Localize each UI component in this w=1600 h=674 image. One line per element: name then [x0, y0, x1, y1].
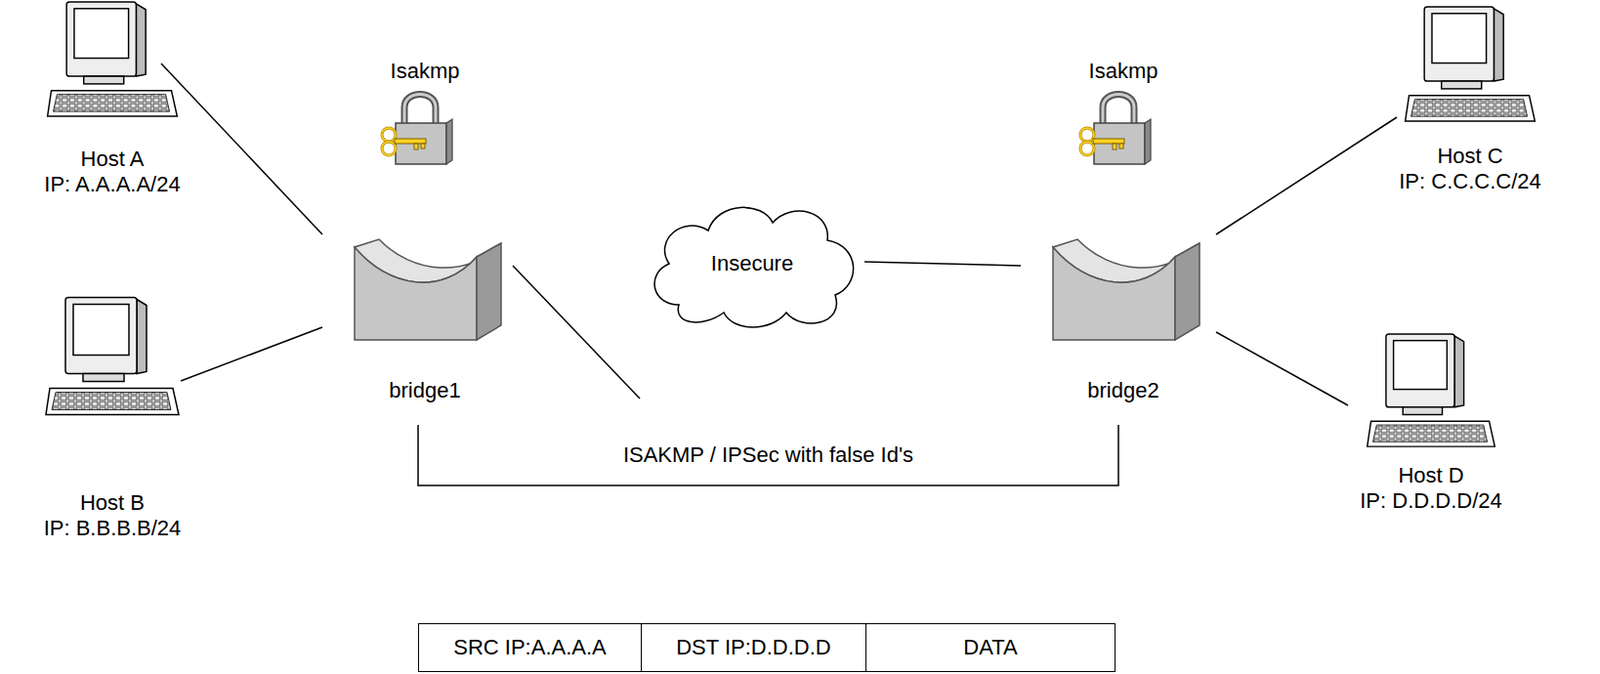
computer-icon [43, 293, 181, 421]
host-computer: Host CIP: C.C.C.C/24 [1377, 4, 1563, 195]
ip-address: IP: C.C.C.C/24 [1398, 168, 1541, 195]
ip-address: IP: A.A.A.A/24 [43, 171, 180, 198]
packet-table: SRC IP:A.A.A.ADST IP:D.D.D.DDATA [418, 623, 1116, 673]
padlock-icon [1077, 84, 1156, 168]
connector-line [418, 424, 1119, 486]
host-computer: Host DIP: D.D.D.D/24 [1338, 332, 1524, 514]
computer-icon [1362, 332, 1500, 450]
cloud-label: Insecure [639, 195, 865, 333]
connector-line [161, 63, 323, 235]
packet-field: DATA [865, 624, 1115, 672]
connector-line [512, 265, 640, 399]
connector-line [864, 261, 1021, 266]
packet-field: DST IP:D.D.D.D [640, 624, 866, 672]
computer-icon [43, 293, 181, 421]
ipsec-bridge: Isakmp bridge1 [322, 58, 528, 425]
computer-icon [1362, 332, 1500, 450]
host-name: Host A [81, 146, 145, 172]
padlock-icon [378, 84, 458, 168]
computer-icon [1401, 4, 1539, 125]
connector-line [180, 327, 323, 381]
host-name: Host C [1436, 143, 1503, 169]
connector-line [1216, 117, 1397, 235]
computer-icon [43, 0, 181, 120]
connector-line [1216, 332, 1348, 406]
computer-icon [43, 0, 181, 120]
bridge-device [1048, 237, 1229, 345]
host-name: Host B [80, 490, 145, 516]
host-computer: Host BIP: B.B.B.B/24 [19, 293, 206, 542]
bridge-name: bridge2 [1020, 378, 1226, 404]
protocol-label: Isakmp [1020, 58, 1226, 85]
packet-field: SRC IP:A.A.A.A [419, 624, 641, 672]
computer-icon [1401, 4, 1539, 125]
bridge-name: bridge1 [322, 378, 528, 404]
connector-label: ISAKMP / IPSec with false Id's [619, 442, 918, 468]
protocol-label: Isakmp [322, 58, 528, 85]
ipsec-bridge: Isakmp bridge2 [1020, 58, 1226, 425]
host-name: Host D [1397, 463, 1464, 489]
ip-address: IP: B.B.B.B/24 [43, 515, 182, 542]
host-computer: Host AIP: A.A.A.A/24 [19, 0, 206, 198]
bridge-device [349, 237, 531, 345]
network-cloud: Insecure [639, 195, 865, 333]
ip-address: IP: D.D.D.D/24 [1359, 488, 1502, 514]
